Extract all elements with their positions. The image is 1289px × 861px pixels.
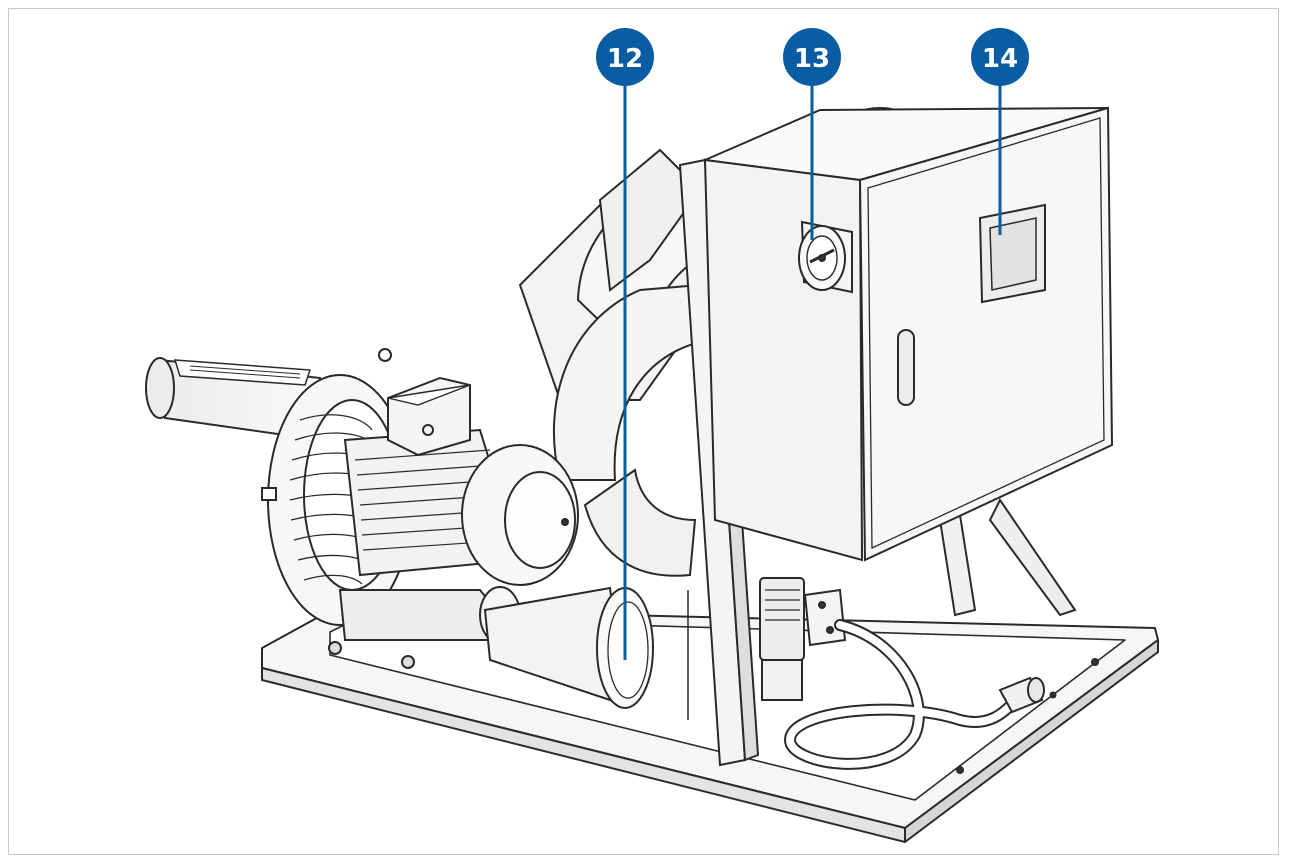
compressed-air-hose — [783, 619, 1036, 770]
callout-label-13: 13 — [794, 44, 830, 74]
electric-motor — [338, 376, 579, 644]
callout-label-12: 12 — [607, 44, 643, 74]
base-frame — [261, 607, 1159, 843]
figure-frame — [8, 8, 1279, 855]
callout-12: 12 — [596, 28, 654, 86]
control-cabinet — [701, 106, 1114, 562]
callout-label-14: 14 — [982, 44, 1018, 74]
valve-assembly — [759, 577, 847, 701]
callout-14: 14 — [971, 28, 1029, 86]
callout-13: 13 — [783, 28, 841, 86]
hose-coupling — [998, 676, 1045, 714]
callout-leaders — [623, 85, 1002, 660]
main-switch-drawing — [798, 220, 853, 294]
